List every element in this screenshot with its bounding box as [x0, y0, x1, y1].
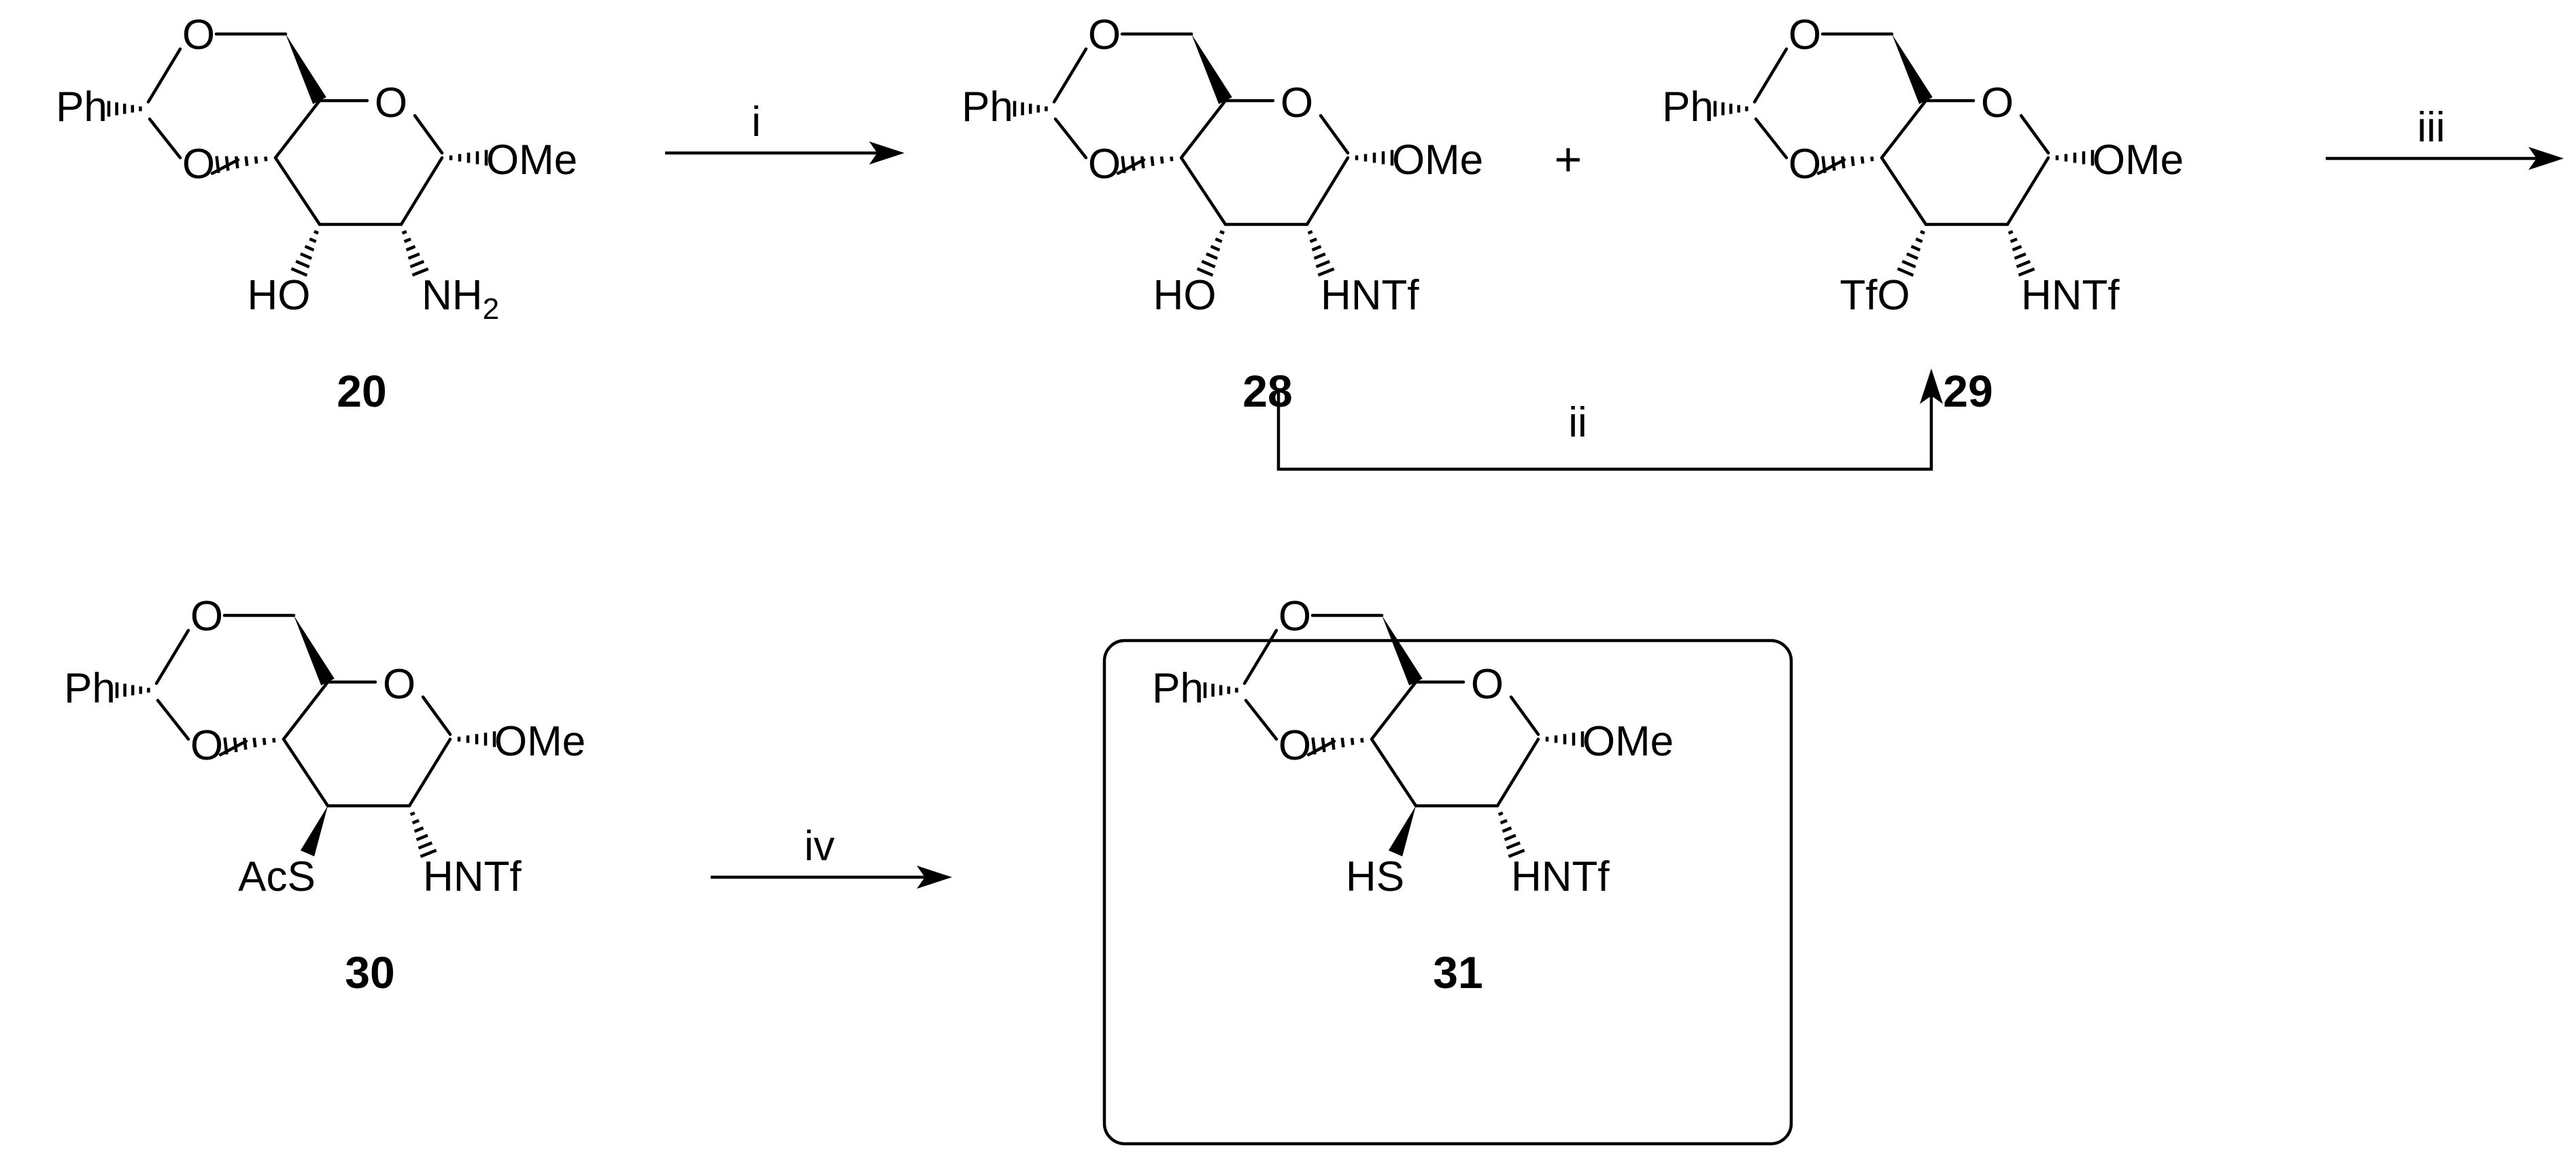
ring-oxygen: O [1471, 661, 1504, 708]
reagent-label-iii: iii [2417, 104, 2445, 151]
acetal-oxygen-top: O [190, 593, 223, 640]
phenyl-label: Ph [1662, 84, 1714, 131]
highlight-box-31 [1102, 639, 1793, 1146]
arrow-step-i: i [665, 99, 904, 165]
acetal-oxygen-bottom: O [190, 722, 223, 769]
compound-number: 20 [337, 366, 386, 416]
reagent-label-ii: ii [1568, 399, 1587, 446]
reagent-label-iv: iv [804, 823, 835, 870]
acetal-oxygen-top: O [1278, 593, 1311, 640]
methoxy-label: OMe [494, 718, 586, 765]
c3-substituent-label: HO [1153, 272, 1217, 319]
compound-number: 29 [1943, 366, 1993, 416]
methoxy-label: OMe [2092, 137, 2184, 184]
c3-substituent-label: AcS [238, 853, 316, 900]
acetal-oxygen-bottom: O [1278, 722, 1311, 769]
arrow-step-iv: iv [711, 823, 952, 889]
ring-oxygen: O [1981, 80, 2014, 126]
compound-number: 30 [345, 947, 394, 998]
compound-number: 31 [1433, 947, 1482, 998]
c2-substituent-label: NH2 [422, 272, 499, 326]
reagent-label-i: i [751, 99, 761, 146]
c2-substituent-label: HNTf [2021, 272, 2120, 319]
c3-substituent-label: HO [248, 272, 311, 319]
ring-oxygen: O [383, 661, 416, 708]
ring-oxygen: O [375, 80, 407, 126]
methoxy-label: OMe [1392, 137, 1483, 184]
c2-substituent-label: HNTf [1511, 853, 1610, 900]
compound-number: 28 [1242, 366, 1292, 416]
phenyl-label: Ph [64, 665, 116, 712]
phenyl-label: Ph [962, 84, 1013, 131]
acetal-oxygen-top: O [1789, 12, 1821, 58]
methoxy-label: OMe [486, 137, 577, 184]
plus-sign: + [1555, 133, 1582, 186]
arrow-step-ii: ii [1276, 369, 1943, 471]
phenyl-label: Ph [1152, 665, 1204, 712]
acetal-oxygen-bottom: O [182, 141, 215, 188]
c2-substituent-label: HNTf [1321, 272, 1419, 319]
c2-substituent-label: HNTf [423, 853, 522, 900]
acetal-oxygen-bottom: O [1088, 141, 1121, 188]
acetal-oxygen-bottom: O [1789, 141, 1821, 188]
phenyl-label: Ph [56, 84, 107, 131]
c3-substituent-label: HS [1346, 853, 1404, 900]
acetal-oxygen-top: O [1088, 12, 1121, 58]
c2-substituent-subscript: 2 [483, 292, 499, 326]
arrow-step-iii: iii [2326, 104, 2564, 170]
methoxy-label: OMe [1582, 718, 1674, 765]
ring-oxygen: O [1281, 80, 1313, 126]
c3-substituent-label: TfO [1840, 272, 1910, 319]
acetal-oxygen-top: O [182, 12, 215, 58]
